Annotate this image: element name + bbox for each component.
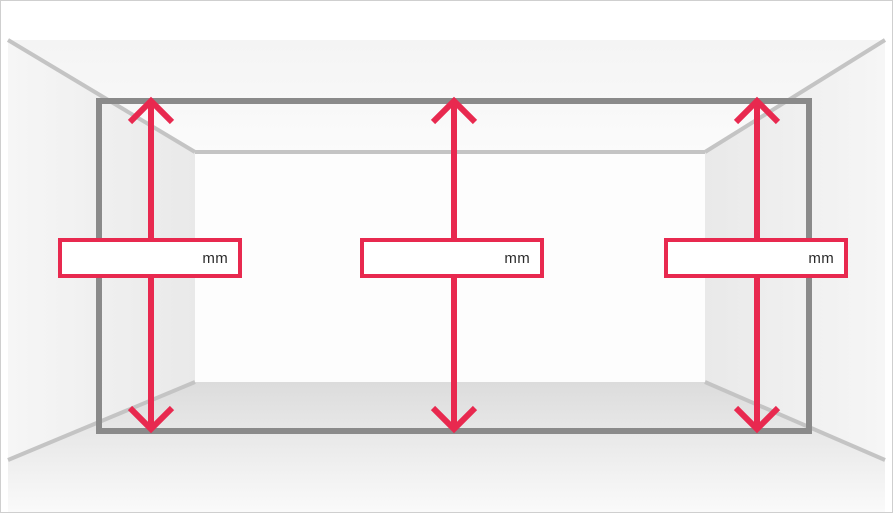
unit-label-right: mm xyxy=(808,249,834,267)
height-field-center[interactable]: mm xyxy=(360,238,544,278)
height-input-center[interactable] xyxy=(364,242,505,274)
floor xyxy=(8,382,885,512)
height-input-right[interactable] xyxy=(668,242,809,274)
unit-label-left: mm xyxy=(202,249,228,267)
height-input-left[interactable] xyxy=(62,242,203,274)
height-field-left[interactable]: mm xyxy=(58,238,242,278)
ceiling xyxy=(8,40,885,152)
unit-label-center: mm xyxy=(504,249,530,267)
height-field-right[interactable]: mm xyxy=(664,238,848,278)
